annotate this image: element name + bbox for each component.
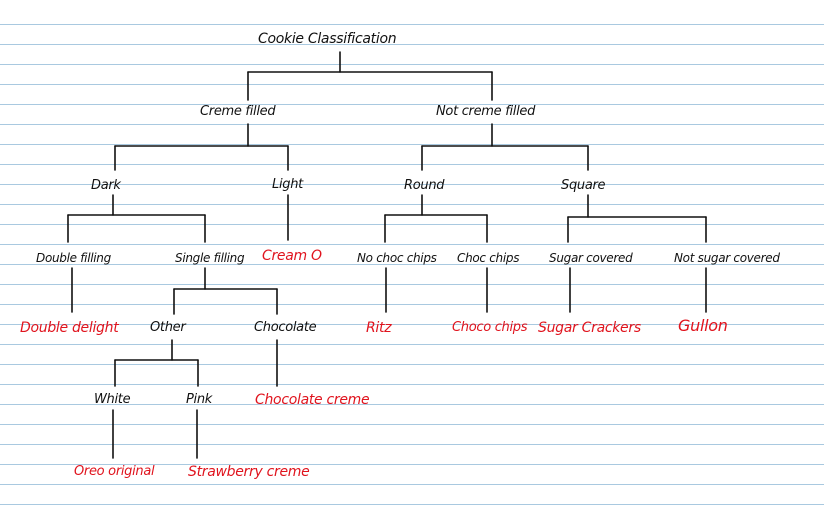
node-choc-chips: Choc chips	[457, 251, 520, 265]
node-single-filling: Single filling	[175, 251, 245, 265]
node-other: Other	[150, 320, 186, 335]
leaf-choco-chips: Choco chips	[452, 320, 528, 335]
leaf-cream-o: Cream O	[262, 248, 322, 264]
node-white: White	[94, 392, 131, 407]
node-chocolate: Chocolate	[254, 320, 317, 335]
node-pink: Pink	[186, 392, 213, 407]
node-not-sugar-covered: Not sugar covered	[674, 251, 780, 265]
node-square: Square	[561, 178, 606, 193]
leaf-ritz: Ritz	[366, 320, 392, 336]
leaf-double-delight: Double delight	[20, 320, 119, 336]
node-not-creme-filled: Not creme filled	[436, 104, 536, 119]
node-creme-filled: Creme filled	[200, 104, 276, 119]
node-no-choc-chips: No choc chips	[357, 251, 437, 265]
leaf-oreo-original: Oreo original	[74, 464, 155, 479]
node-sugar-covered: Sugar covered	[549, 251, 633, 265]
leaf-sugar-crackers: Sugar Crackers	[538, 320, 641, 336]
node-round: Round	[404, 178, 445, 193]
node-light: Light	[272, 177, 303, 192]
leaf-strawberry-creme: Strawberry creme	[188, 464, 310, 480]
diagram-title: Cookie Classification	[258, 31, 397, 47]
leaf-chocolate-creme: Chocolate creme	[255, 392, 370, 408]
node-double-filling: Double filling	[36, 251, 111, 265]
leaf-gullon: Gullon	[678, 316, 728, 335]
node-dark: Dark	[91, 178, 121, 193]
